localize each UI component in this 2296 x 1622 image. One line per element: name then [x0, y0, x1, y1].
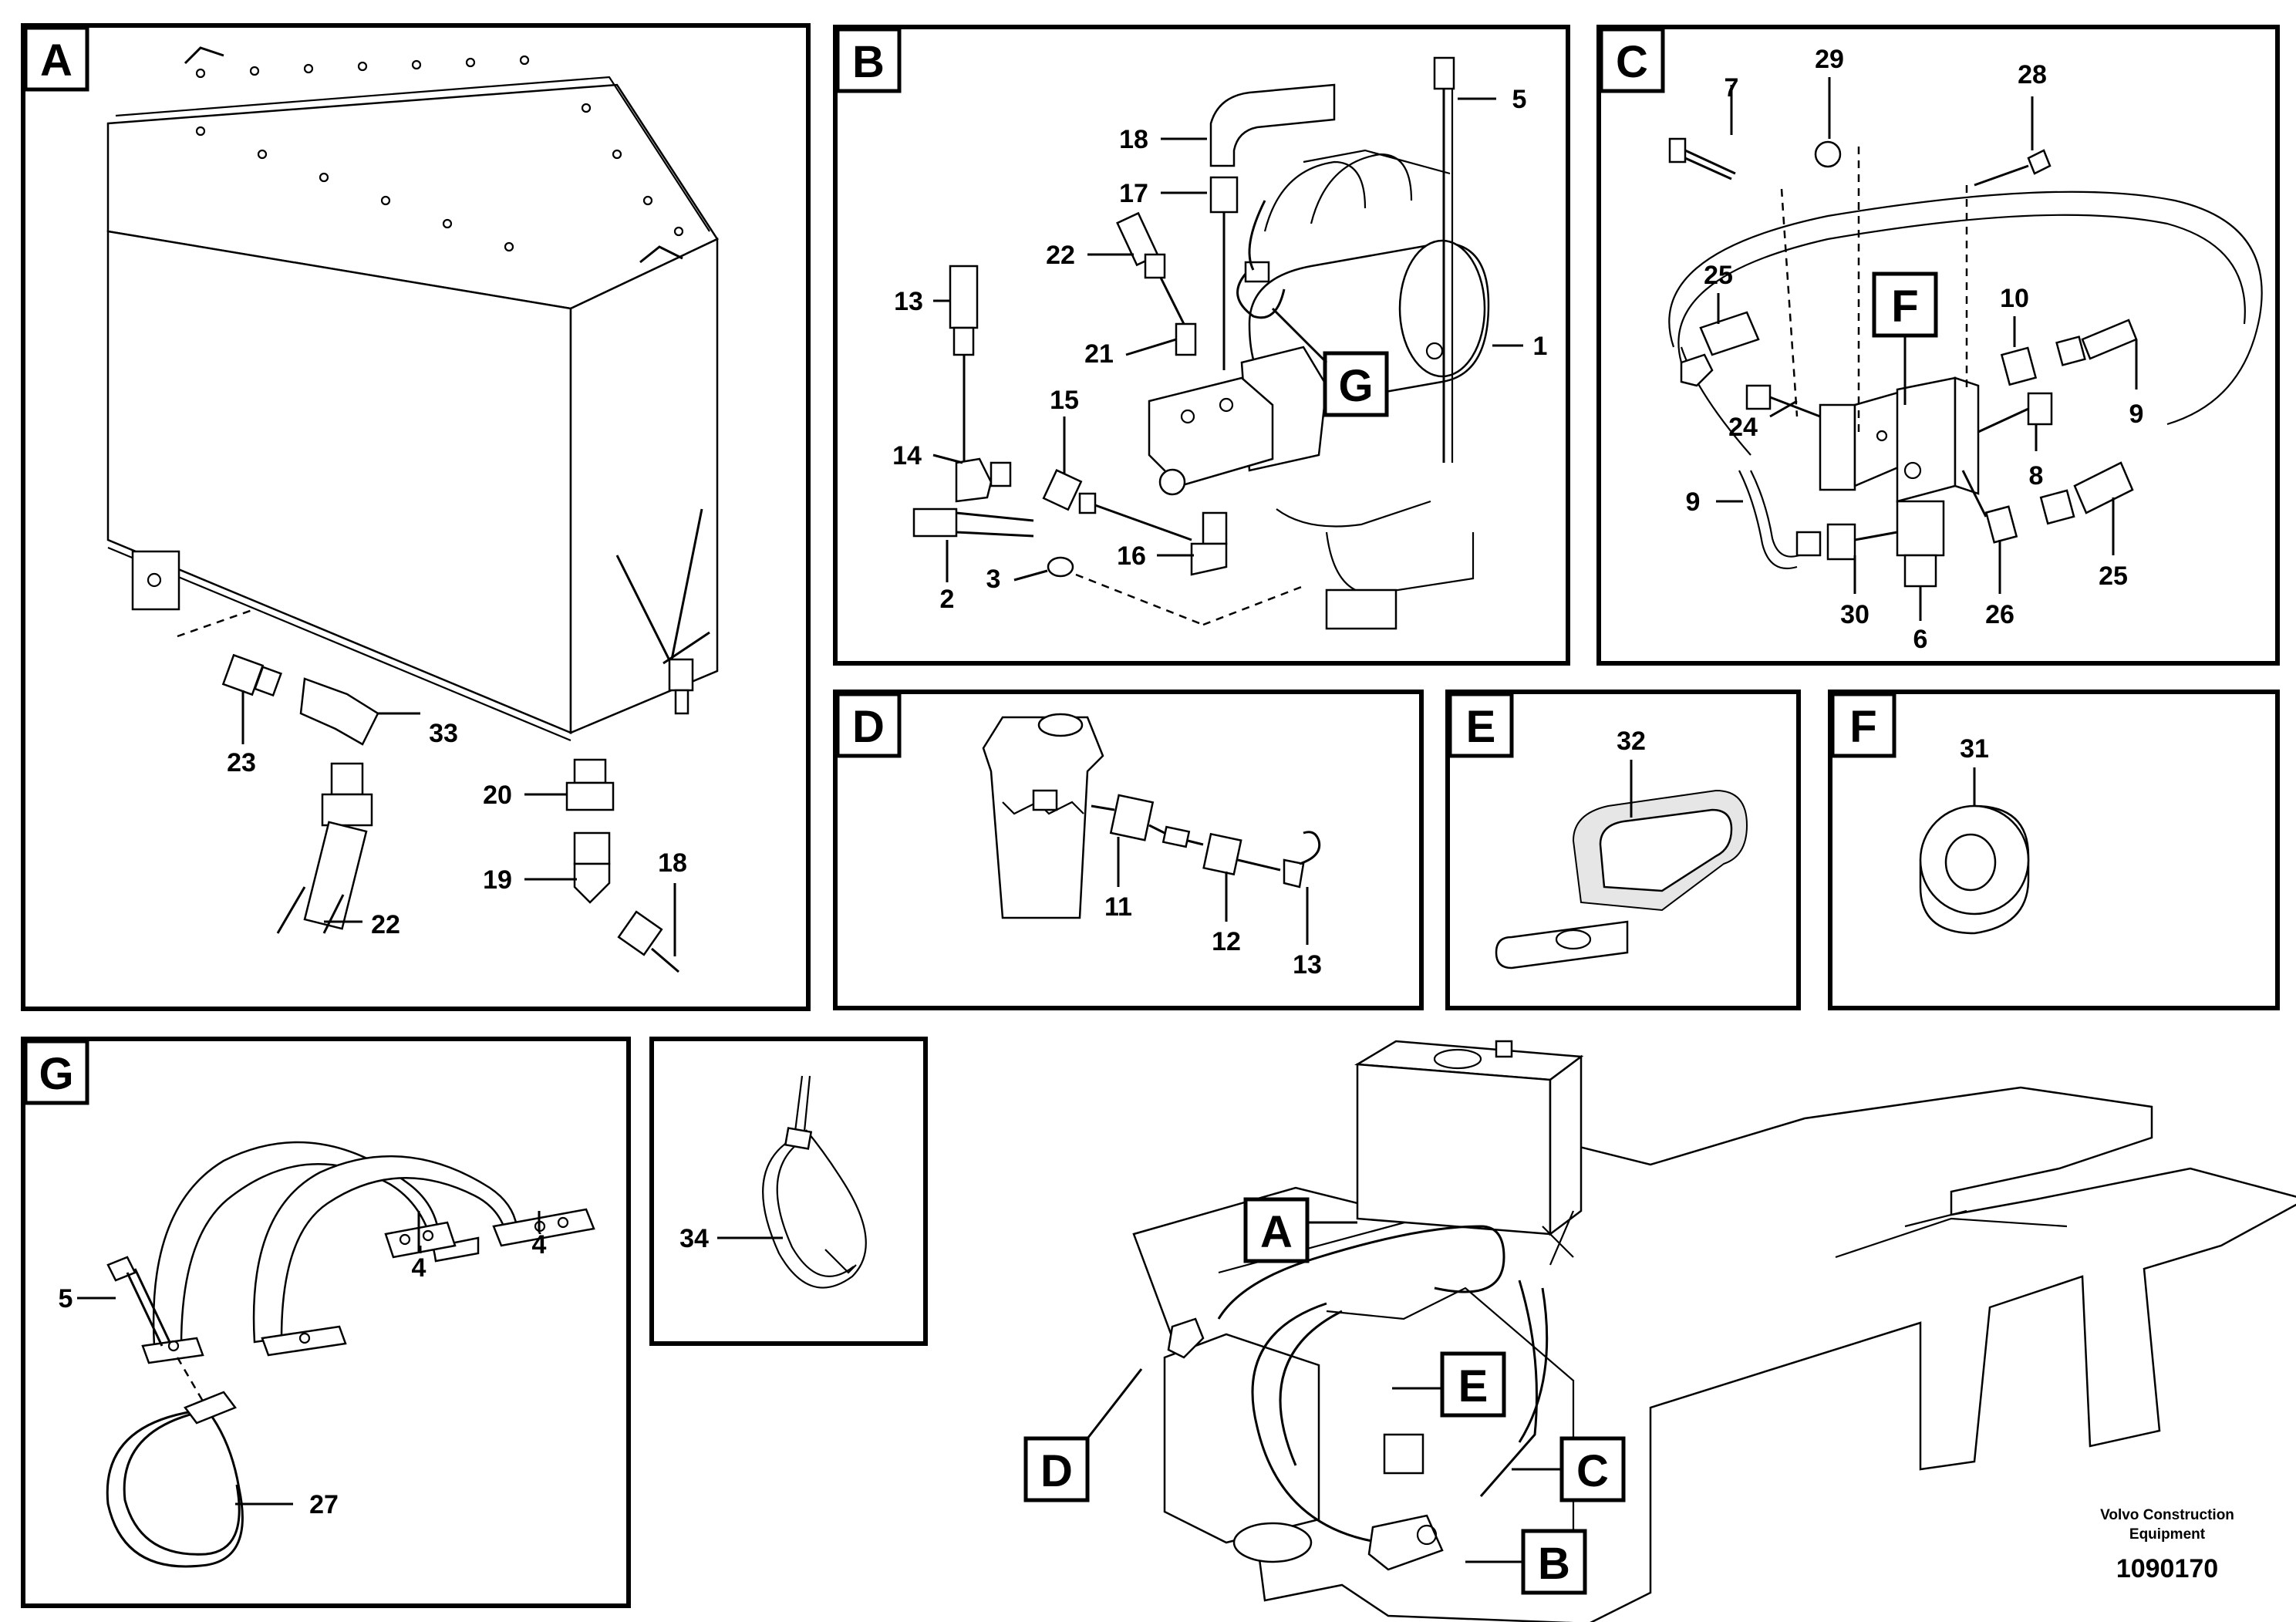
- label-8: 8: [2029, 461, 2044, 491]
- label-5: 5: [1512, 85, 1527, 114]
- label-2: 2: [940, 585, 955, 614]
- overview-callout-e: E: [1458, 1361, 1489, 1411]
- label-4-left: 4: [412, 1253, 426, 1283]
- rubber-clamp: [1495, 789, 1748, 969]
- panel-d-tag: D: [852, 702, 885, 752]
- footer: Volvo Construction Equipment 1090170: [2100, 1507, 2234, 1583]
- panel-c: C: [1596, 25, 2280, 666]
- panel-g: G: [21, 1037, 631, 1608]
- panel-b-fittings: [912, 56, 1455, 626]
- panel-a-leaders: [241, 690, 676, 956]
- pump-motor: [1148, 149, 1490, 630]
- label-26: 26: [1985, 600, 2014, 629]
- label-28: 28: [2018, 60, 2047, 89]
- cable-tie: [762, 1075, 867, 1289]
- label-22: 22: [1046, 241, 1075, 270]
- label-27: 27: [309, 1490, 339, 1519]
- panel-c-leaders: [1716, 77, 2138, 594]
- valve-assembly: [1668, 137, 2263, 621]
- panel-cable-tie: 34: [649, 1037, 928, 1346]
- panel-d-leaders: [1117, 837, 1309, 945]
- panel-b-callout-g: G: [1338, 361, 1373, 411]
- sensor-assembly: [982, 713, 1321, 919]
- label-25-lower: 25: [2099, 561, 2128, 591]
- label-24: 24: [1728, 413, 1758, 442]
- label-3: 3: [986, 565, 1001, 594]
- panel-b-tag: B: [852, 37, 885, 87]
- footer-reference-number: 1090170: [2116, 1554, 2218, 1583]
- panel-a-fittings: [221, 653, 679, 973]
- label-31: 31: [1960, 734, 1989, 764]
- overview-callout-b: B: [1538, 1539, 1570, 1589]
- label-20: 20: [483, 781, 512, 810]
- machine-overview: [1132, 1040, 2296, 1622]
- label-33: 33: [429, 719, 458, 748]
- label-32: 32: [1617, 727, 1646, 756]
- washer: [1919, 804, 2030, 935]
- panel-c-callout-f: F: [1891, 282, 1918, 332]
- panel-b-leaders: [932, 97, 1523, 582]
- label-21: 21: [1084, 339, 1114, 369]
- label-1: 1: [1533, 332, 1548, 361]
- label-15: 15: [1050, 386, 1079, 415]
- label-10: 10: [2000, 284, 2029, 313]
- label-5: 5: [59, 1284, 73, 1313]
- panel-g-tag: G: [39, 1049, 73, 1099]
- label-19: 19: [483, 865, 512, 895]
- label-23: 23: [227, 748, 256, 777]
- label-4-right: 4: [532, 1230, 547, 1259]
- label-22: 22: [371, 910, 400, 939]
- label-13: 13: [894, 287, 923, 316]
- label-11: 11: [1104, 892, 1132, 922]
- panel-e-tag: E: [1466, 702, 1496, 752]
- label-6: 6: [1913, 625, 1928, 654]
- label-14: 14: [892, 441, 922, 470]
- footer-brand-line1: Volvo Construction: [2100, 1507, 2234, 1523]
- label-30: 30: [1840, 600, 1870, 629]
- label-17: 17: [1119, 179, 1148, 208]
- panel-c-tag: C: [1616, 37, 1648, 87]
- label-34: 34: [679, 1224, 709, 1253]
- label-16: 16: [1117, 541, 1146, 571]
- overview-callout-a: A: [1260, 1207, 1293, 1257]
- panel-b: B: [833, 25, 1570, 666]
- label-12: 12: [1212, 927, 1241, 956]
- footer-brand-line2: Equipment: [2129, 1526, 2206, 1543]
- hydraulic-tank: [106, 46, 719, 742]
- mounting-bands: [106, 1141, 595, 1568]
- label-13: 13: [1293, 950, 1322, 980]
- label-9-left: 9: [1686, 487, 1701, 517]
- panel-a-tag: A: [40, 35, 72, 86]
- panel-a: A: [21, 23, 811, 1011]
- overview-callouts: A E D C B: [1023, 1197, 1626, 1595]
- panel-f: F 31: [1828, 690, 2280, 1010]
- label-29: 29: [1815, 45, 1844, 74]
- label-9-right: 9: [2129, 400, 2144, 429]
- panel-d: D 11 12 13: [833, 690, 1424, 1010]
- label-25-upper: 25: [1704, 261, 1733, 290]
- overview-callout-d: D: [1040, 1446, 1073, 1496]
- overview-callout-c: C: [1576, 1446, 1609, 1496]
- label-18: 18: [658, 848, 687, 878]
- panel-f-tag: F: [1849, 702, 1876, 752]
- panel-e: E 32: [1445, 690, 1801, 1010]
- label-18: 18: [1119, 125, 1148, 154]
- label-7: 7: [1725, 73, 1739, 103]
